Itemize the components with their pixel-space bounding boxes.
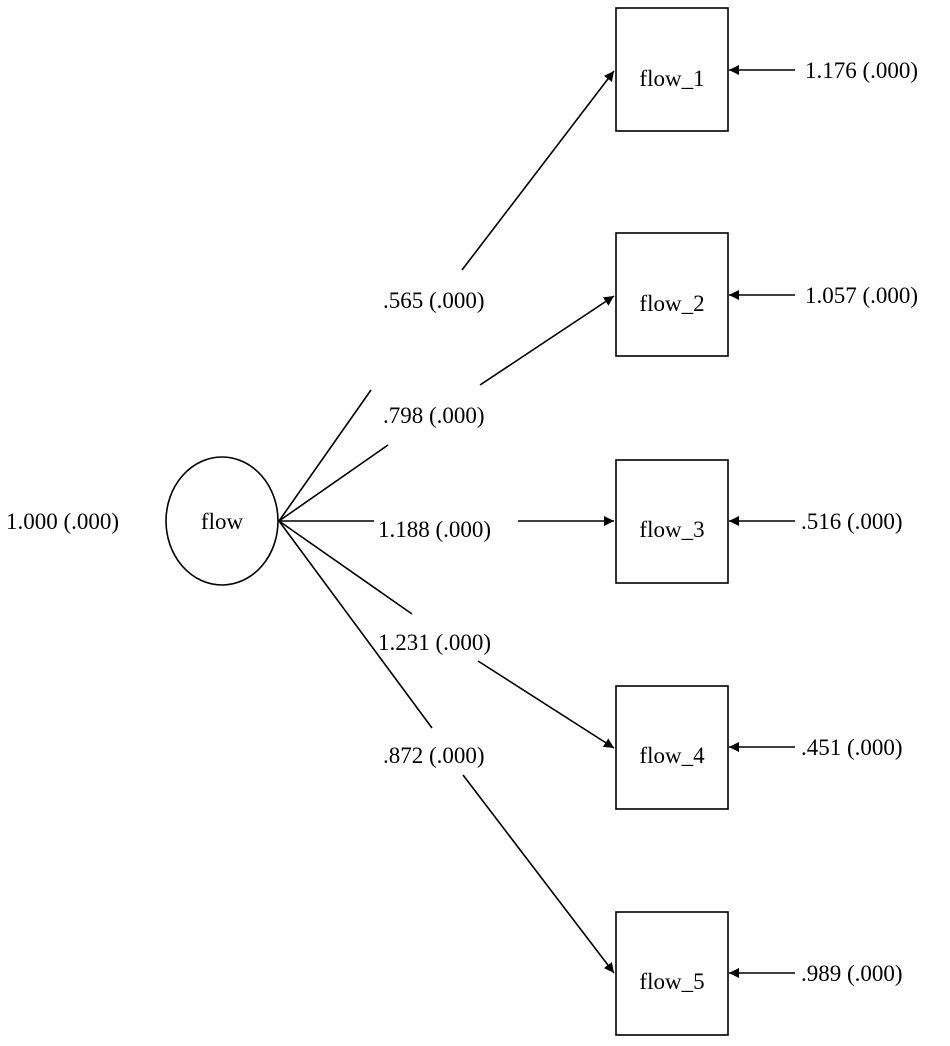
loading-label-4: 1.231 (.000) <box>378 630 491 655</box>
residual-label-3: .516 (.000) <box>801 509 903 534</box>
residual-label-1: 1.176 (.000) <box>805 58 918 83</box>
indicator-label-3: flow_3 <box>639 517 704 542</box>
latent-circle <box>165 456 279 586</box>
indicator-label-5: flow_5 <box>639 969 704 994</box>
latent-variance-label: 1.000 (.000) <box>6 509 119 534</box>
indicator-box-1 <box>615 7 729 132</box>
indicator-box-2 <box>615 232 729 357</box>
loading-label-3: 1.188 (.000) <box>378 517 491 542</box>
indicator-label-1: flow_1 <box>639 66 704 91</box>
loading-edge-2-segment-a <box>278 444 389 522</box>
indicator-node-flow-5: flow_5 <box>615 911 729 1036</box>
loading-edge-1-segment-a <box>278 389 372 522</box>
loading-edge-1 <box>278 70 615 522</box>
loading-edge-1-arrow <box>461 70 615 271</box>
loading-edge-5-arrow <box>462 774 615 974</box>
indicator-label-4: flow_4 <box>639 743 705 768</box>
loading-edge-2 <box>278 295 615 522</box>
loading-label-1: .565 (.000) <box>383 288 485 313</box>
latent-node-label: flow <box>201 509 244 534</box>
loading-edge-4-arrow <box>477 660 615 749</box>
loading-edge-4-segment-a <box>278 520 413 615</box>
loading-label-5: .872 (.000) <box>383 743 485 768</box>
indicator-node-flow-3: flow_3 <box>615 459 729 584</box>
loading-edge-2-arrow <box>479 295 615 386</box>
residual-label-5: .989 (.000) <box>801 961 903 986</box>
indicator-box-5 <box>615 911 729 1036</box>
latent-node-flow: flow <box>165 456 279 586</box>
indicator-box-3 <box>615 459 729 584</box>
residual-label-4: .451 (.000) <box>801 735 903 760</box>
indicator-node-flow-4: flow_4 <box>615 685 729 810</box>
loading-edge-4 <box>278 520 615 749</box>
residual-label-2: 1.057 (.000) <box>805 283 918 308</box>
indicator-box-4 <box>615 685 729 810</box>
loading-edge-5 <box>278 520 615 974</box>
loading-label-2: .798 (.000) <box>383 403 485 428</box>
indicator-node-flow-2: flow_2 <box>615 232 729 357</box>
loading-edge-5-segment-a <box>278 520 433 729</box>
indicator-label-2: flow_2 <box>639 291 704 316</box>
indicator-node-flow-1: flow_1 <box>615 7 729 132</box>
